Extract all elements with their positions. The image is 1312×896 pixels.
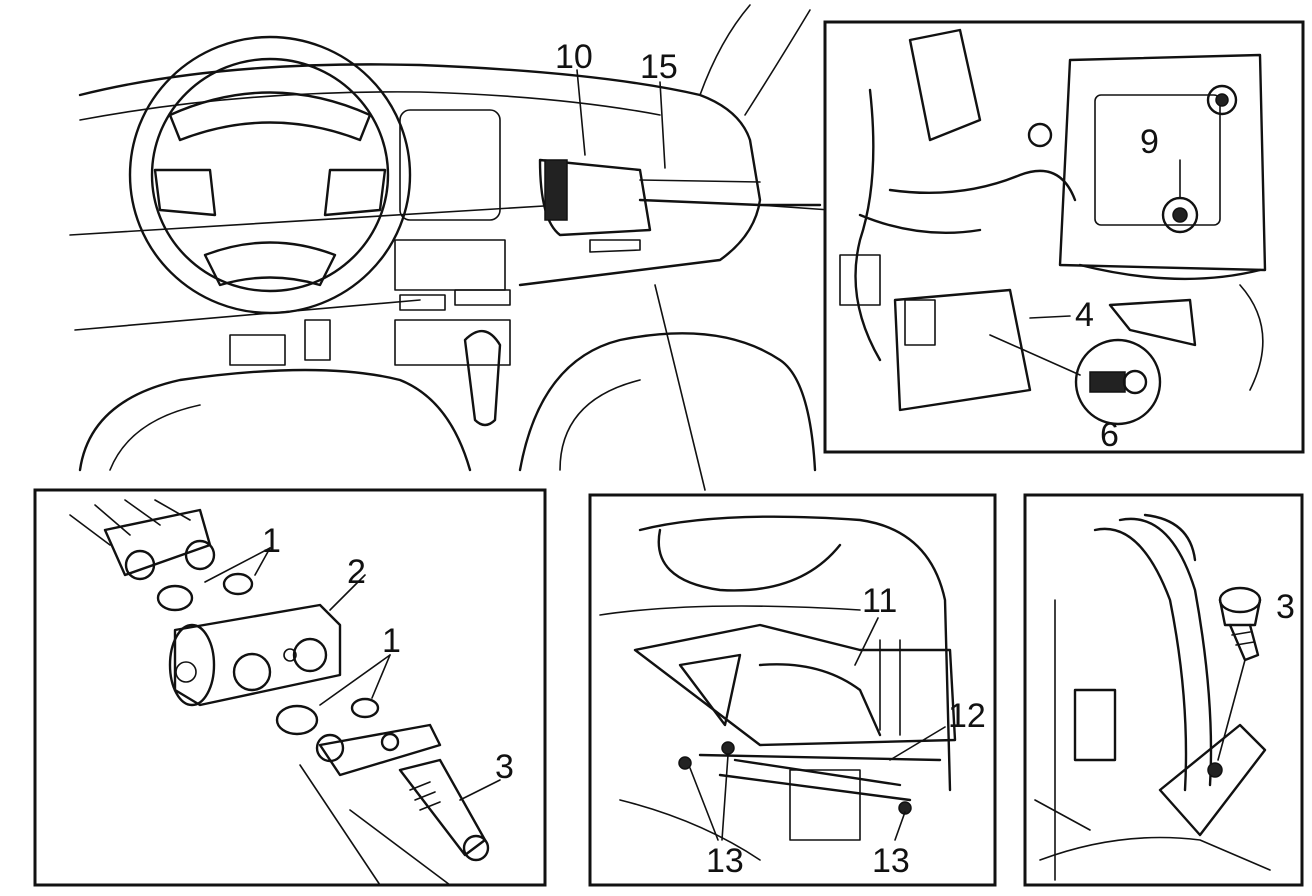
- callout-3-left: 3: [495, 748, 514, 786]
- inset-expansion-valve: [33, 488, 547, 887]
- callout-11: 11: [862, 582, 897, 620]
- callout-12: 12: [948, 697, 986, 735]
- inset-module-detail: [823, 20, 1305, 454]
- inset-duct-detail: [588, 493, 997, 887]
- callout-1-lower: 1: [382, 622, 401, 660]
- steering-wheel: [128, 35, 412, 315]
- callout-13-right: 13: [872, 842, 910, 880]
- callout-labels: 1 1 2 3 3 4 6 9 10 11 12 13 13 15: [262, 38, 1295, 880]
- callout-1-upper: 1: [262, 522, 281, 560]
- callout-2: 2: [347, 553, 366, 591]
- callout-13-left: 13: [706, 842, 744, 880]
- callout-6: 6: [1100, 416, 1119, 454]
- car-interior-view: [69, 4, 831, 491]
- callout-10: 10: [555, 38, 593, 76]
- callout-3-right: 3: [1276, 588, 1295, 626]
- bolt: [1218, 586, 1262, 662]
- callout-15: 15: [640, 48, 678, 86]
- inset-bolt-detail: [1023, 493, 1304, 887]
- callout-4: 4: [1075, 296, 1094, 334]
- callout-9: 9: [1140, 123, 1159, 161]
